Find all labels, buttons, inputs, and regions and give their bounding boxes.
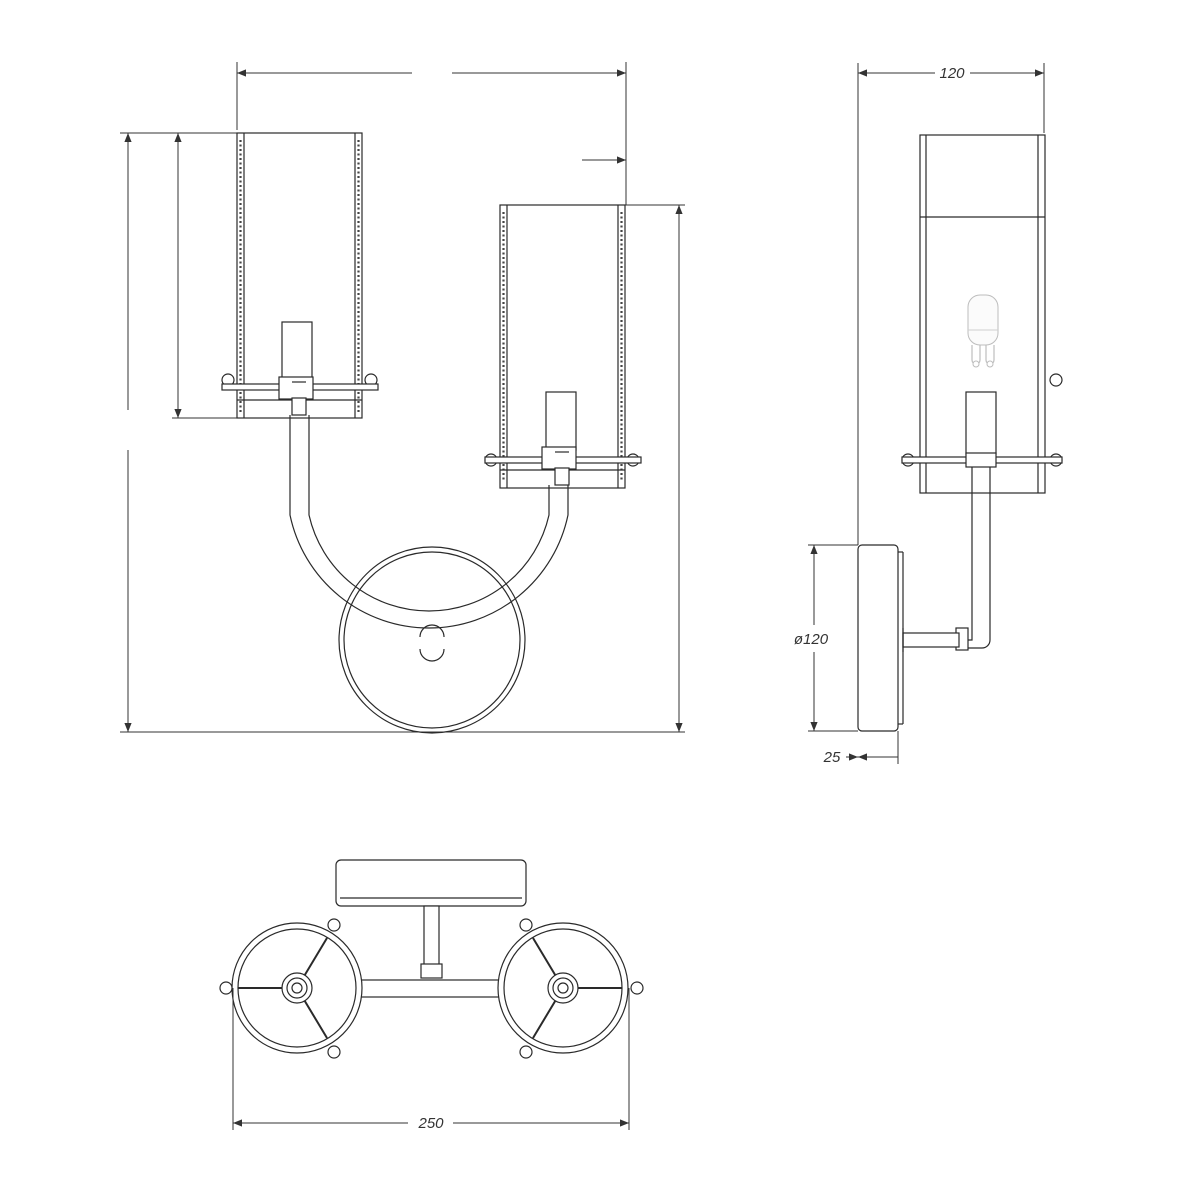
side-base-diameter-label: ø120 — [794, 631, 829, 648]
top-wall-plate — [335, 859, 527, 907]
side-arm — [960, 467, 991, 649]
front-view — [120, 62, 685, 734]
arm-center-nut — [419, 624, 445, 638]
top-right-shade — [497, 918, 644, 1059]
bulb-icon — [967, 294, 999, 368]
wall-plate-inner — [343, 551, 521, 729]
left-socket — [221, 321, 379, 416]
top-arm-stem — [423, 905, 440, 969]
right-socket — [484, 391, 642, 486]
top-crossbar — [349, 979, 516, 998]
side-width-label: 120 — [939, 65, 965, 82]
left-shade — [236, 132, 363, 419]
wall-plate-outer — [338, 546, 526, 734]
front-dimensions — [120, 62, 685, 733]
side-view: 120 — [794, 63, 1063, 766]
side-base-depth-label: 25 — [823, 749, 841, 766]
curved-arm — [289, 415, 569, 629]
top-view: 250 — [219, 859, 644, 1132]
side-socket — [965, 391, 997, 455]
top-left-shade — [219, 918, 363, 1059]
side-shade — [919, 134, 1046, 494]
top-width-label: 250 — [417, 1115, 444, 1132]
side-wall-plate — [857, 544, 899, 732]
right-shade — [499, 204, 626, 489]
